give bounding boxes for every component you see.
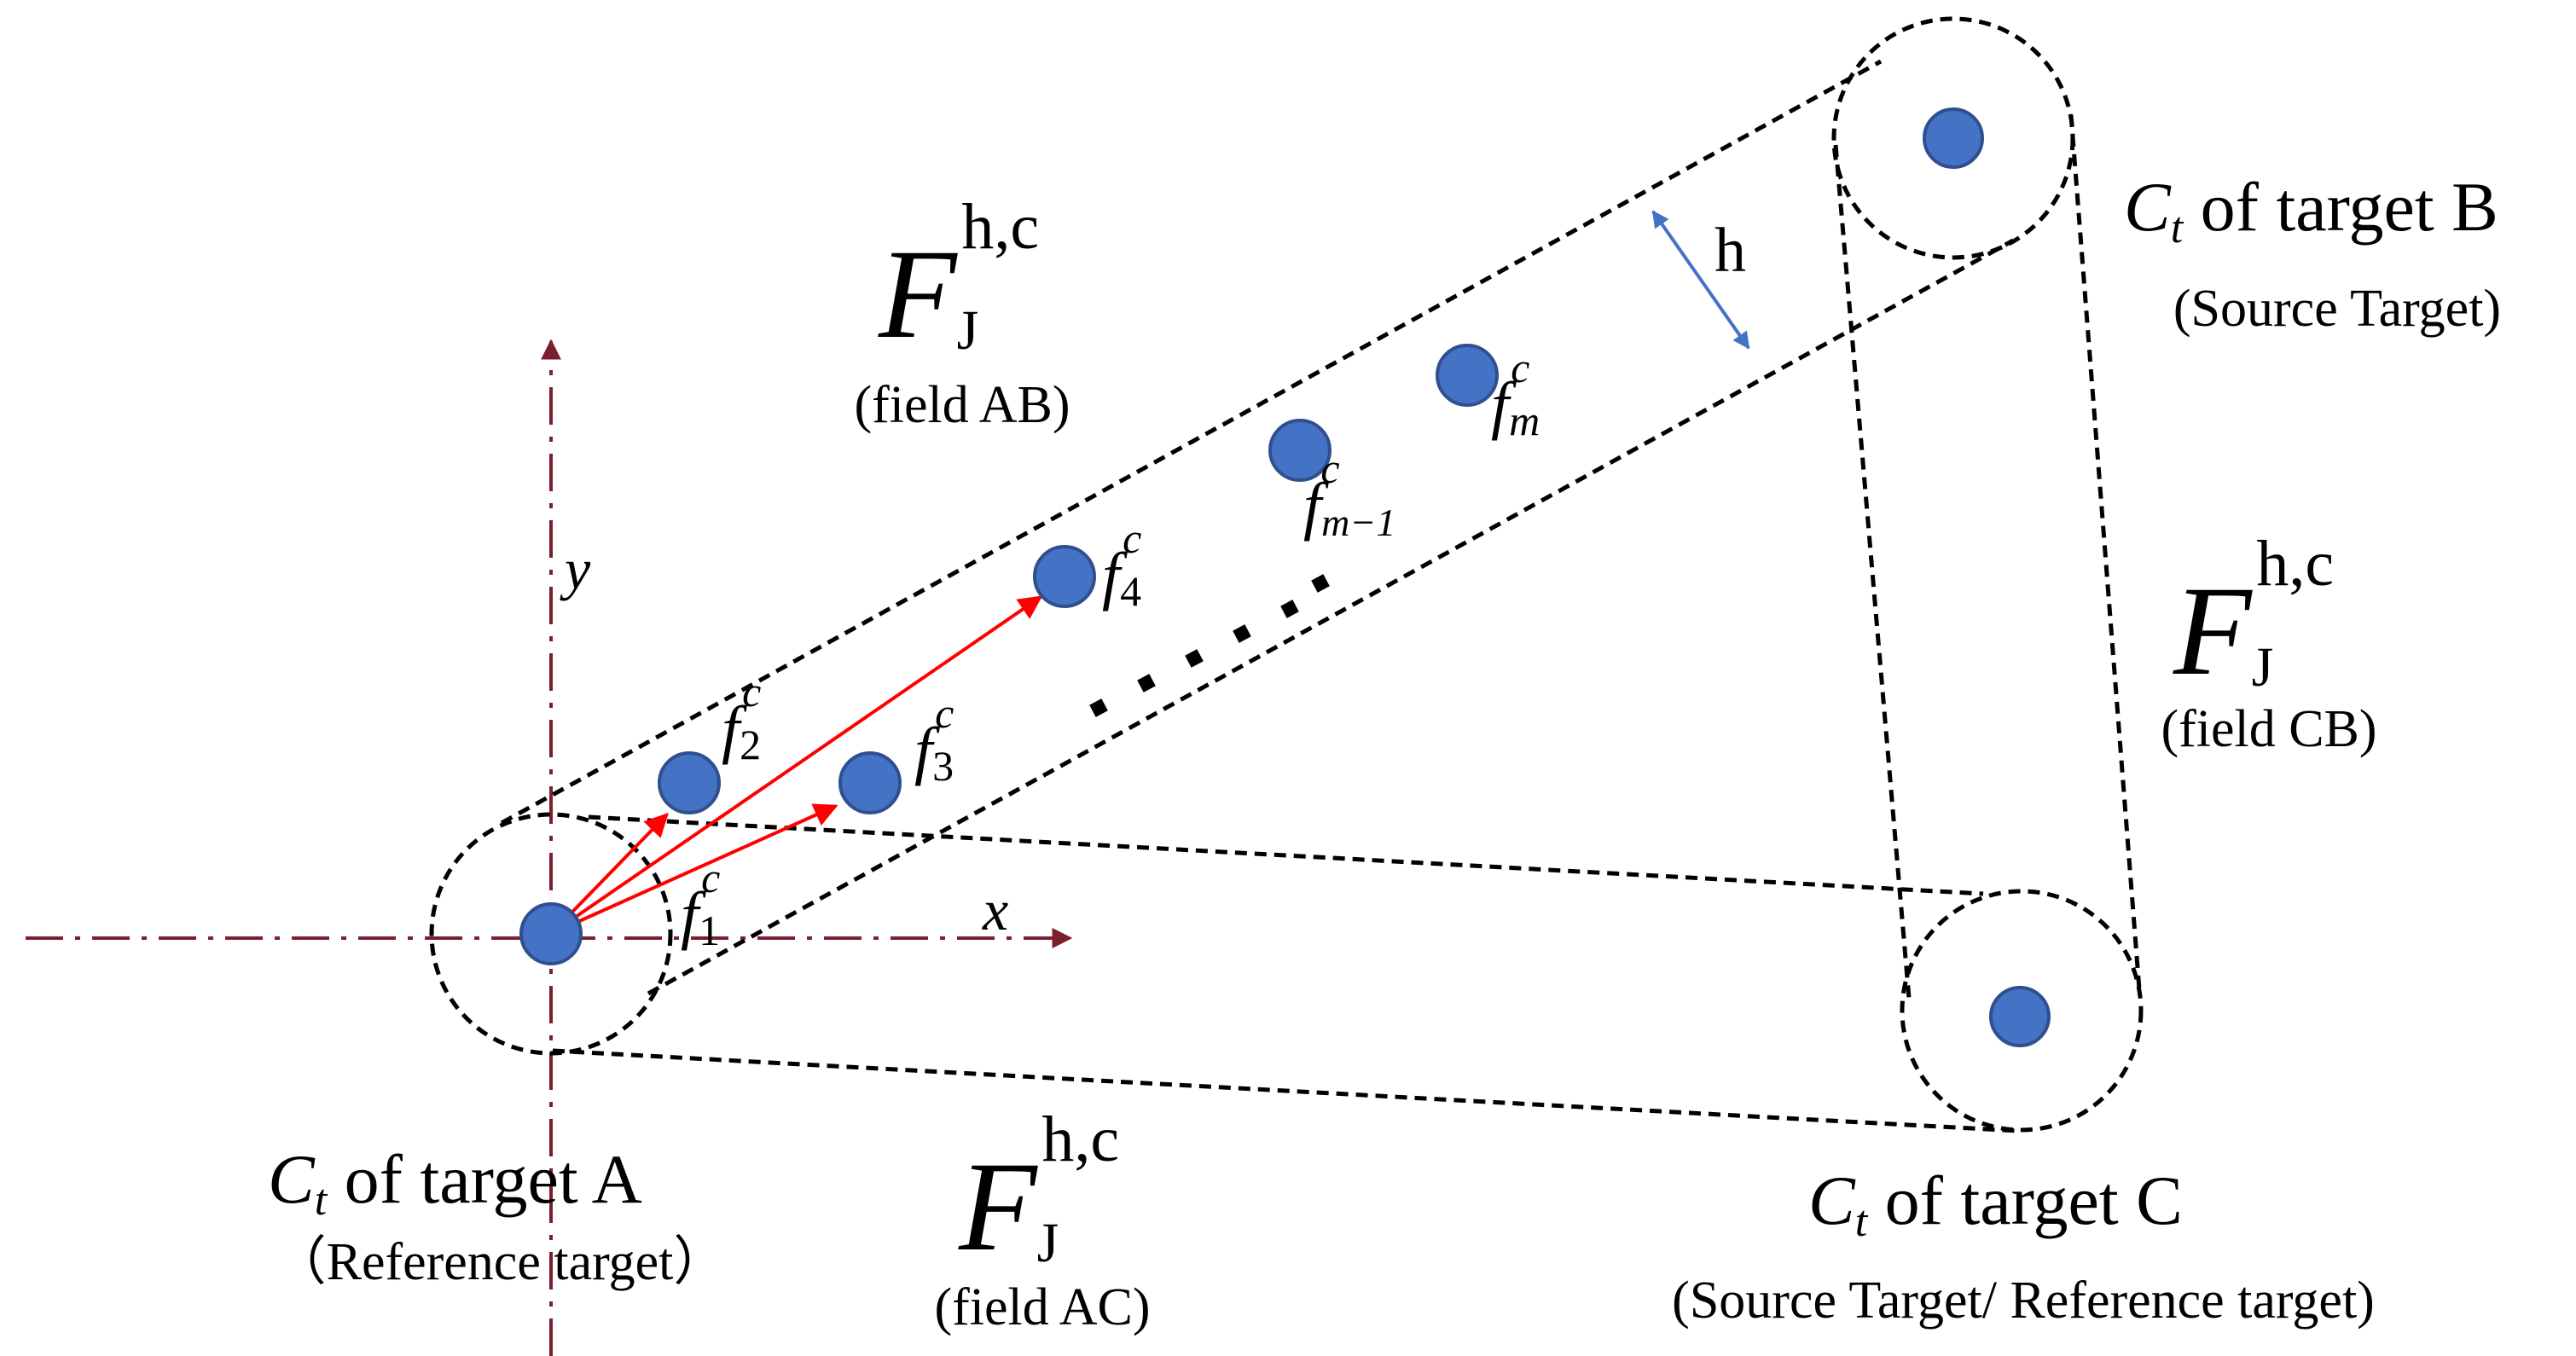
- node-f4: [1033, 545, 1096, 608]
- node-f3: [838, 751, 902, 814]
- field-cb-caption: (field CB): [2161, 700, 2376, 758]
- label-f3: f3c: [914, 689, 954, 790]
- h-width-arrow: [1651, 210, 1750, 350]
- feature-vectors: [549, 595, 1043, 936]
- label-fm-1: fm−1c: [1303, 444, 1395, 544]
- label-f4: f4c: [1102, 514, 1141, 615]
- label-f2: f2c: [722, 668, 761, 768]
- label-fm: fmc: [1491, 344, 1540, 444]
- target-c-title: Ct of target C: [1808, 1162, 2183, 1246]
- target-b-title: Ct of target B: [2124, 168, 2498, 252]
- field-ab-caption: (field AB): [854, 376, 1070, 434]
- node-f2: [658, 751, 721, 814]
- node-target-a: [519, 902, 583, 965]
- node-target-b: [1923, 107, 1984, 169]
- field-ab-tube: [500, 59, 2015, 996]
- target-b-role: (Source Target): [2173, 280, 2501, 338]
- target-c-role: (Source Target/ Reference target): [1672, 1272, 2375, 1330]
- field-cb-label: FJh,c: [2173, 528, 2334, 702]
- h-label: h: [1714, 216, 1746, 286]
- field-ac-label: FJh,c: [958, 1104, 1119, 1278]
- target-a-title: Ct of target A: [268, 1140, 642, 1225]
- target-a-role: （Reference target）: [274, 1233, 727, 1291]
- vector-f3: [550, 803, 838, 936]
- nodes: [519, 107, 2051, 1047]
- field-ab-label: FJh,c: [878, 191, 1039, 365]
- target-c-boundary: [1900, 889, 2144, 1133]
- field-cb-tube: [1833, 114, 2142, 999]
- field-ac-tube: [552, 814, 2018, 1133]
- target-a-boundary: [429, 812, 673, 1056]
- x-axis-label: x: [982, 878, 1008, 942]
- y-axis-label: y: [560, 536, 591, 601]
- label-f1: f1c: [681, 854, 720, 954]
- node-fm-1: [1268, 419, 1332, 482]
- field-ac-caption: (field AC): [934, 1278, 1150, 1336]
- node-target-c: [1989, 986, 2051, 1047]
- ellipsis-dots: [1089, 574, 1330, 717]
- vector-f4: [549, 595, 1043, 936]
- node-fm: [1436, 344, 1499, 407]
